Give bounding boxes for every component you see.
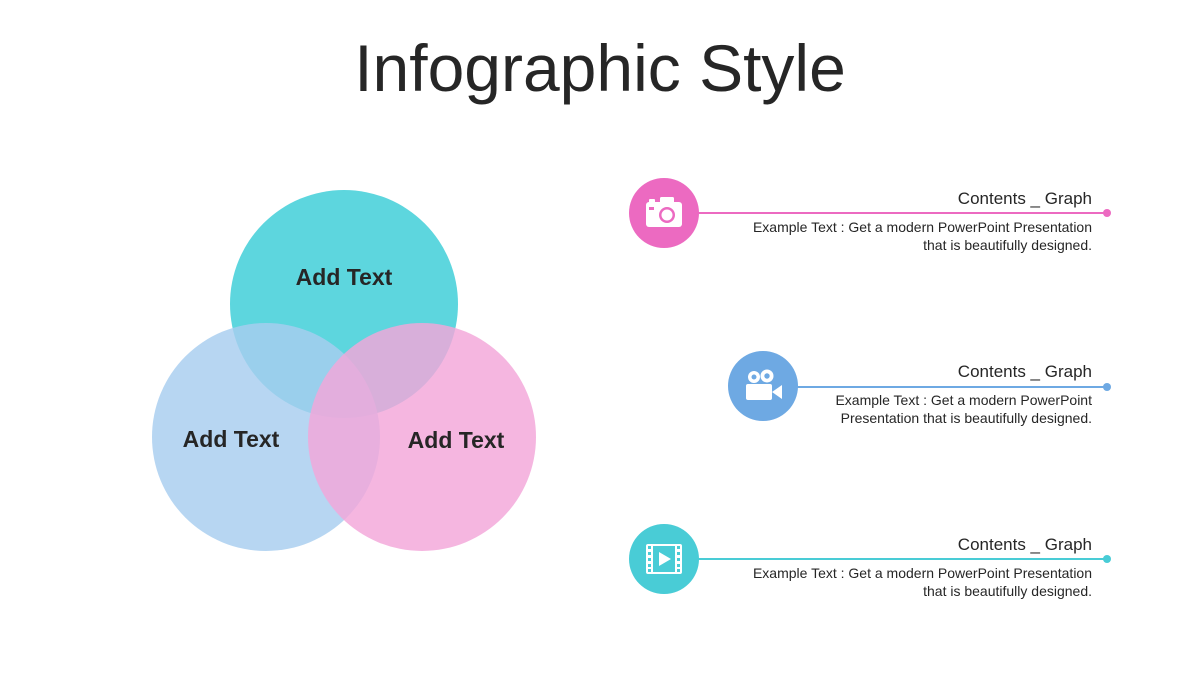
venn-circle-left — [152, 323, 380, 551]
venn-label-right: Add Text — [408, 427, 505, 453]
page-title: Infographic Style — [354, 31, 846, 105]
venn-circle-right — [308, 323, 536, 551]
venn-label-left: Add Text — [183, 426, 280, 452]
venn-label-top: Add Text — [296, 264, 393, 290]
